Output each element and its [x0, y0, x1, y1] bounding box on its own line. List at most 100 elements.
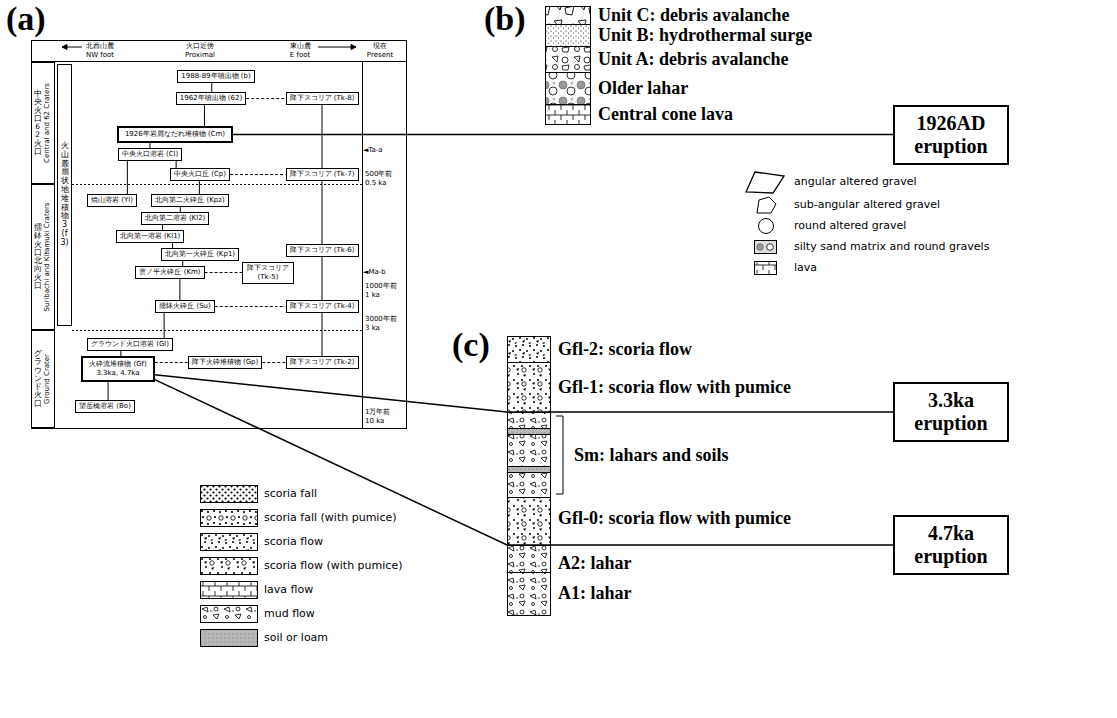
layer-sm	[508, 413, 551, 498]
connector	[322, 181, 323, 244]
node-text: 北向第二火砕丘 (Kpz)	[155, 196, 224, 205]
swatch-shape	[757, 244, 764, 251]
node-text: 降下スコリア (Tk-7)	[290, 170, 355, 179]
deposit-box: 中央火口溶岩 (Cl)	[118, 148, 183, 161]
node-text: 1988-89年噴出物 (b)	[181, 72, 250, 81]
deposit-box: 北向第二火砕丘 (Kpz)	[151, 194, 228, 207]
node-text: 北向第二溶岩 (Kl2)	[145, 214, 206, 223]
deposit-box: 火砕流堆積物 (Gf)3.3ka, 4.7ka	[81, 356, 155, 382]
legend-text: angular altered gravel	[794, 175, 916, 188]
node-text: 擂鉢火砕丘 (Su)	[159, 302, 211, 311]
deposit-box: 北向第一火砕丘 (Kp1)	[161, 248, 239, 261]
age-label: 0.5 ka	[365, 179, 387, 187]
unit-label: A2: lahar	[558, 553, 632, 573]
connector	[205, 272, 242, 273]
direction-arrow	[318, 47, 352, 48]
chart-border	[32, 41, 407, 429]
layer-a2	[508, 546, 551, 573]
chart-frame	[31, 41, 407, 429]
layer-older-lahar	[546, 73, 591, 105]
swatch-shape	[755, 262, 777, 275]
connector	[233, 134, 893, 136]
connector	[246, 98, 285, 99]
age-label: 1 ka	[365, 291, 380, 299]
deposit-box: 1988-89年噴出物 (b)	[177, 70, 254, 83]
node-text: Central and 62 Craters	[44, 83, 52, 163]
unit-label: A1: lahar	[558, 583, 632, 603]
layer-a1	[508, 573, 551, 616]
node-text: 降下スコリア (Tk-2)	[290, 358, 355, 367]
swatch-shape	[201, 486, 258, 503]
swatch-shape	[201, 534, 258, 551]
node-text: 中央火口溶岩 (Cl)	[122, 150, 179, 159]
deposit-box: 降下スコリア (Tk-2)	[286, 356, 359, 369]
legend-swatch	[742, 194, 788, 216]
unit-label: Gfl-1: scoria flow with pumice	[558, 377, 791, 397]
legend-text: silty sand matrix and round gravels	[794, 240, 989, 253]
soil-band	[508, 429, 551, 435]
node-text: 焼山溶岩 (Yl)	[91, 196, 133, 205]
unit-label: Gfl-2: scoria flow	[558, 339, 692, 359]
connector	[262, 362, 285, 363]
connector	[155, 362, 188, 363]
deposit-box: 雲ノ平火砕丘 (Km)	[135, 266, 204, 279]
legend-swatch	[200, 533, 258, 551]
era-boundary	[72, 330, 362, 331]
node-text: 1962年噴出物 (62)	[180, 94, 242, 103]
age-label: 3 ka	[365, 324, 380, 332]
callout-box: 4.7ka eruption	[893, 515, 1009, 575]
unit-label: Central cone lava	[598, 104, 733, 124]
age-label: 10 ka	[365, 417, 384, 425]
node-text: 望岳橋溶岩 (Bo)	[79, 402, 131, 411]
callout-box: 3.3ka eruption	[893, 382, 1009, 442]
panel-letter: (c)	[452, 326, 490, 363]
column-c	[508, 337, 564, 616]
time-axis	[362, 61, 363, 428]
legend-swatch	[200, 629, 258, 647]
legend-text: soil or loam	[264, 631, 328, 644]
column-b	[546, 7, 591, 125]
age-label: 3000年前	[365, 315, 397, 323]
legend-item: scoria flow	[200, 528, 323, 556]
legend-text: lava	[794, 261, 817, 274]
node-text: 3.3ka eruption	[903, 389, 999, 435]
swatch-shape	[201, 558, 258, 575]
legend-swatch	[200, 581, 258, 599]
legend-text: scoria fall	[264, 487, 317, 500]
node-text: 降下スコリア (Tk-6)	[290, 246, 355, 255]
node-text: 降下スコリア (Tk-8)	[290, 94, 355, 103]
unit-label: Unit C: debris avalanche	[598, 5, 790, 25]
node-text: Suribachi and Kitamuki Craters	[44, 203, 52, 312]
swatch-shape	[757, 197, 776, 213]
legend-text: scoria flow (with pumice)	[264, 559, 402, 572]
legend-swatch	[742, 216, 788, 236]
swatch-shape	[201, 510, 258, 527]
deposit-box: 焼山溶岩 (Yl)	[87, 194, 137, 207]
legend-text: sub-angular altered gravel	[794, 198, 940, 211]
swatch-shape	[201, 606, 258, 623]
age-label: 1000年前	[365, 282, 397, 290]
legend-swatch	[742, 260, 788, 276]
node-text: 火砕流堆積物 (Gf)	[89, 360, 147, 369]
deposit-box: 降下スコリア (Tk-8)	[286, 92, 359, 105]
layer-gfl2	[508, 337, 551, 363]
arrow-head	[351, 45, 356, 50]
unit-label: Unit A: debris avalanche	[598, 49, 789, 69]
connector	[204, 105, 205, 126]
arrow-head	[62, 45, 67, 50]
era-boundary	[72, 184, 362, 185]
node-text: 擂鉢火口・北向火口	[34, 224, 42, 290]
header-label: 現在	[373, 42, 387, 50]
connector	[164, 313, 165, 338]
deposit-box: 擂鉢火砕丘 (Su)	[155, 300, 215, 313]
header-label: 東山麓	[290, 42, 311, 50]
node-text: 北向第一火砕丘 (Kp1)	[165, 250, 235, 259]
legend-swatch	[200, 485, 258, 503]
unit-label: Sm: lahars and soils	[574, 445, 729, 465]
deposit-box: 降下スコリア (Tk-4)	[286, 300, 359, 313]
unit-label: Older lahar	[598, 78, 688, 98]
legend-swatch	[200, 605, 258, 623]
connector	[155, 380, 893, 545]
legend-item: scoria fall	[200, 480, 317, 508]
node-text: 1926AD eruption	[903, 112, 999, 158]
